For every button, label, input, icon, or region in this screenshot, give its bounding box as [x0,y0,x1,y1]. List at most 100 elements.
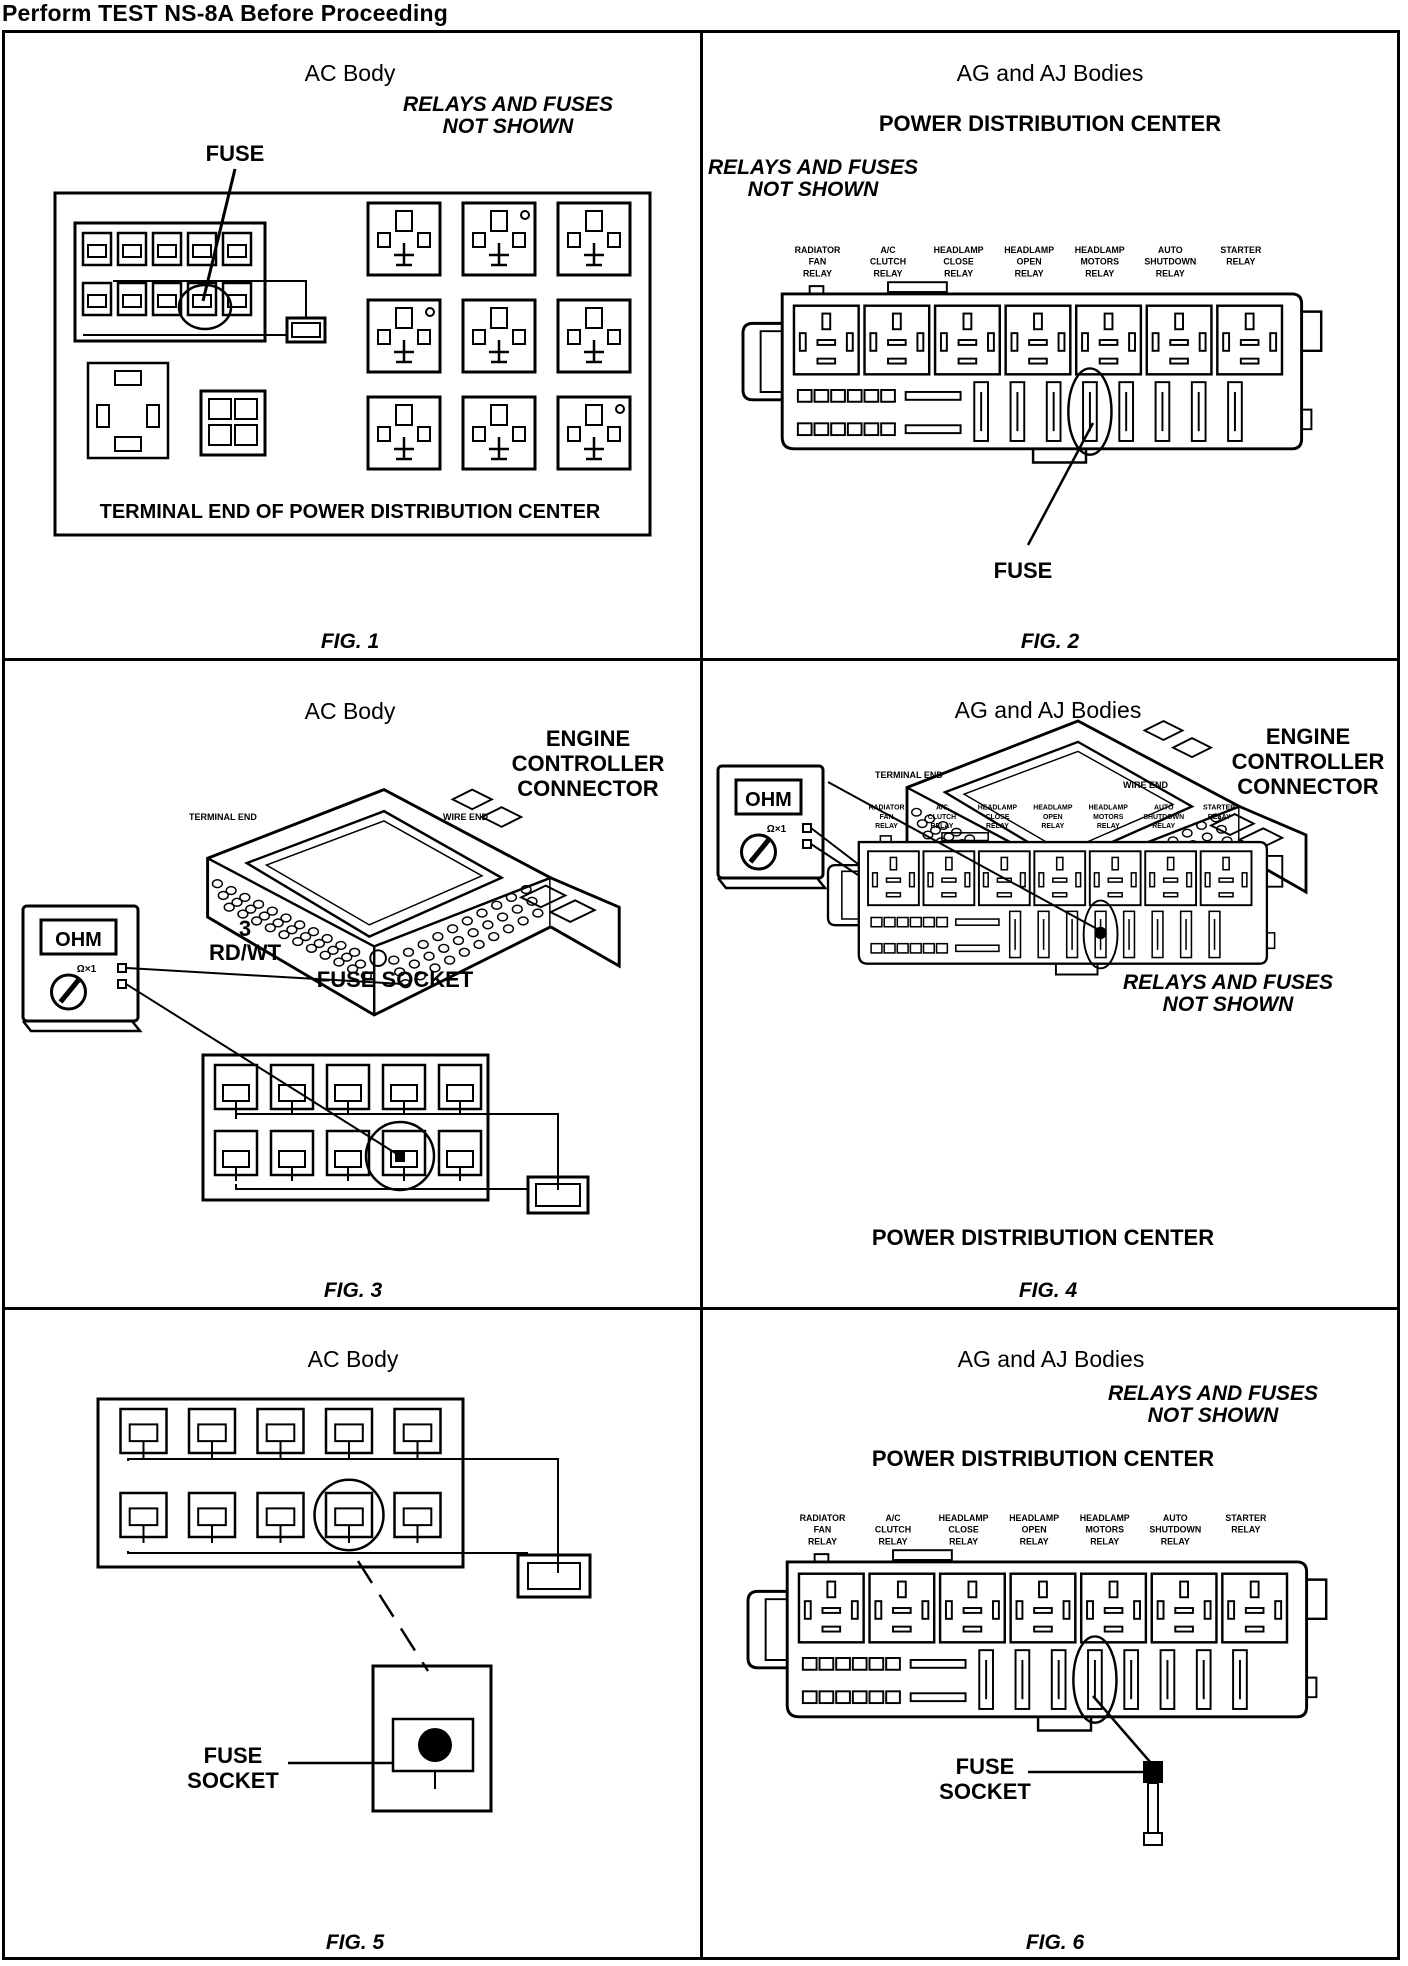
relay-label: MOTORS [1080,257,1119,267]
relay-label: OPEN [1017,257,1042,267]
relay-label: HEADLAMP [1009,1513,1059,1523]
relay-cavity [922,850,976,907]
relay-label: AUTO [1163,1513,1188,1523]
relay-label: RELAY [879,1536,908,1546]
relay-label: FAN [880,814,894,821]
ohmmeter: OHM Ω×1 [21,904,404,1157]
relay-socket [461,201,537,277]
fuse-block [201,1053,590,1215]
fig5-socket-line2: SOCKET [187,1768,279,1793]
fuse-block [96,1397,592,1599]
figure-1-diagram: AC Body RELAYS AND FUSES NOT SHOWN FUSE … [53,60,652,653]
relay-socket [366,298,442,374]
relay-label: RELAY [931,823,954,830]
relay-label: CLOSE [948,1525,978,1535]
power-distribution-center: RADIATORFANRELAYA/CCLUTCHRELAYHEADLAMPCL… [746,1513,1328,1732]
fuse-block [73,221,267,343]
fig5-caption: FIG. 5 [326,1931,385,1954]
relay-label: RELAY [1231,1525,1260,1535]
fig4-connector-line2: CONTROLLER [1232,749,1385,774]
quad-connector [199,389,267,457]
relay-cavity [1009,1572,1077,1644]
relay-label: RELAY [986,823,1009,830]
relay-socket [366,395,442,471]
relay-label: MOTORS [1085,1525,1124,1535]
relay-cavity [938,1572,1006,1644]
relay-label: RELAY [1090,1536,1119,1546]
relay-sockets [366,201,632,471]
relay-label: A/C [880,245,896,255]
relay-label: A/C [885,1513,901,1523]
figure-3-diagram: AC Body ENGINE CONTROLLER CONNECTOR TERM… [21,698,664,1302]
relay-label: STARTER [1225,1513,1267,1523]
figure-5-diagram: AC Body FUSE SOCKET FIG. 5 [96,1346,592,1954]
large-connector [86,361,170,460]
fig6-note-line2: NOT SHOWN [1148,1404,1279,1427]
relay-label: HEADLAMP [934,245,984,255]
fuse-socket-enlarged [371,1664,493,1813]
figure-6-panel: AG and AJ Bodies RELAYS AND FUSES NOT SH… [703,1311,1401,1954]
relay-cavity [868,1572,936,1644]
relay-cavity [1079,1572,1148,1644]
relay-socket [461,298,537,374]
relay-label: RELAY [874,268,903,278]
fig2-note-line2: NOT SHOWN [748,178,879,201]
fig2-caption: FIG. 2 [1021,630,1080,653]
relay-label: OPEN [1022,1525,1047,1535]
figure-5-panel: AC Body FUSE SOCKET FIG. 5 [3,1311,701,1954]
relay-label: RELAY [1020,1536,1049,1546]
relay-label: FAN [809,257,827,267]
fig2-fuse-label: FUSE [994,558,1053,583]
fig6-caption: FIG. 6 [1026,1931,1085,1954]
relay-label: AUTO [1154,805,1174,812]
relay-label: RELAY [1041,823,1064,830]
figure-2-diagram: AG and AJ Bodies POWER DISTRIBUTION CENT… [708,60,1323,653]
figure-3-panel: AC Body ENGINE CONTROLLER CONNECTOR TERM… [3,662,701,1302]
figure-4-diagram: AG and AJ Bodies ENGINE CONTROLLER CONNE… [716,697,1385,1302]
relay-cavity [1033,850,1087,907]
relay-label: HEADLAMP [978,805,1018,812]
relay-label: RADIATOR [869,805,905,812]
relay-label: RELAY [1156,268,1185,278]
fig6-subtitle: POWER DISTRIBUTION CENTER [872,1446,1214,1471]
fig4-note-line1: RELAYS AND FUSES [1123,971,1333,994]
relay-cavity [797,1572,865,1644]
relay-cavity [1145,304,1213,376]
relay-label: RELAY [1161,1536,1190,1546]
fig5-title: AC Body [308,1346,399,1372]
relay-label: CLUTCH [870,257,906,267]
relay-label: OPEN [1043,814,1063,821]
fig4-terminal-end: TERMINAL END [875,770,943,780]
relay-label: HEADLAMP [1033,805,1073,812]
relay-socket [556,298,632,374]
page-header: Perform TEST NS-8A Before Proceeding [2,0,448,26]
fig2-note-line1: RELAYS AND FUSES [708,156,918,179]
fig3-terminal-end: TERMINAL END [189,812,257,822]
fig3-caption: FIG. 3 [324,1279,383,1302]
relay-socket [556,201,632,277]
relay-label: MOTORS [1093,814,1124,821]
relay-socket [556,395,632,471]
meter-display: OHM [55,929,102,951]
figure-6-diagram: AG and AJ Bodies RELAYS AND FUSES NOT SH… [746,1346,1328,1954]
meter-range: Ω×1 [77,964,97,975]
relay-label: RELAY [1085,268,1114,278]
relay-label: RELAY [949,1536,978,1546]
relay-label: CLUTCH [928,814,956,821]
fig4-wire-end: WIRE END [1123,780,1169,790]
relay-label: RADIATOR [795,245,841,255]
fig3-connector-line3: CONNECTOR [517,776,658,801]
fig3-socket-label: FUSE SOCKET [317,967,474,992]
fig4-connector-line3: CONNECTOR [1237,774,1378,799]
fig4-pdc-label: POWER DISTRIBUTION CENTER [872,1225,1214,1250]
relay-cavity [933,304,1001,376]
fig1-title: AC Body [305,60,396,86]
relay-label: RELAY [944,268,973,278]
relay-label: RELAY [803,268,832,278]
relay-cavity [1221,1572,1289,1644]
fig6-socket-line1: FUSE [956,1754,1015,1779]
fig2-title: AG and AJ Bodies [957,60,1144,86]
relay-cavity [1088,850,1142,907]
relay-label: STARTER [1203,805,1235,812]
grid-divider-row-1 [2,658,1400,661]
